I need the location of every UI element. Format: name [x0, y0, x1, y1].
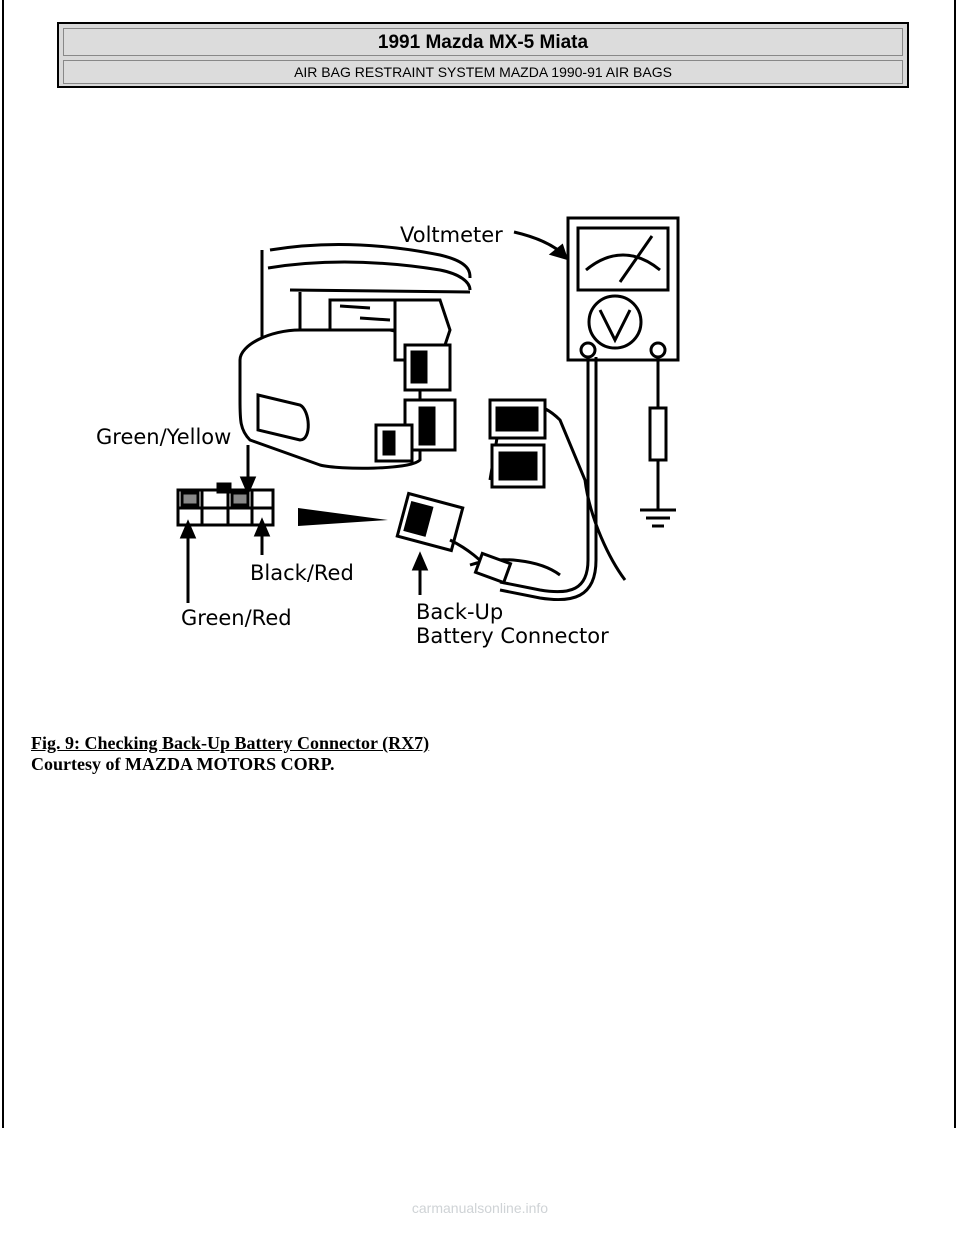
- ground-lead: [640, 357, 676, 528]
- module-connectors: [374, 343, 457, 463]
- backup-battery-connector: [395, 491, 513, 585]
- label-backup-line1: Back-Up: [416, 600, 504, 624]
- figure-caption: Fig. 9: Checking Back-Up Battery Connect…: [31, 733, 429, 775]
- connector-pinout: [176, 482, 275, 527]
- label-green-yellow: Green/Yellow: [96, 425, 232, 449]
- label-backup-line2: Battery Connector: [416, 624, 609, 648]
- page-border-left: [2, 0, 4, 1128]
- voltmeter-pointer-arrow: [513, 230, 569, 261]
- caption-title[interactable]: Fig. 9: Checking Back-Up Battery Connect…: [31, 733, 430, 753]
- label-voltmeter: Voltmeter: [400, 223, 503, 247]
- document-title: 1991 Mazda MX-5 Miata: [63, 28, 903, 56]
- label-green-red: Green/Red: [181, 606, 292, 630]
- connector-diagram-svg: [176, 216, 680, 603]
- leader-lines: [179, 445, 429, 603]
- wedge-pointer: [298, 508, 388, 526]
- label-black-red: Black/Red: [250, 561, 354, 585]
- footer-watermark: carmanualsonline.info: [411, 1200, 549, 1216]
- probe-lead: [499, 357, 598, 602]
- hand-holding-connector: [469, 398, 627, 581]
- voltmeter-instrument: [566, 216, 680, 362]
- page-border-right: [954, 0, 956, 1128]
- page-header: 1991 Mazda MX-5 Miata AIR BAG RESTRAINT …: [57, 22, 909, 88]
- document-subtitle: AIR BAG RESTRAINT SYSTEM MAZDA 1990-91 A…: [63, 60, 903, 84]
- caption-credit: Courtesy of MAZDA MOTORS CORP.: [31, 754, 335, 774]
